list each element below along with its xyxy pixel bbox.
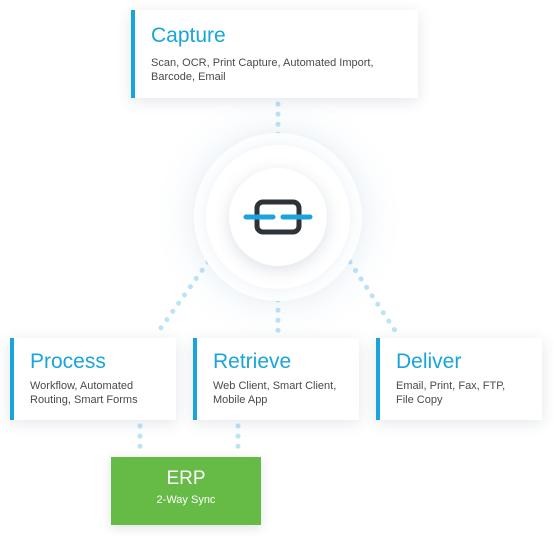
deliver-card: Deliver Email, Print, Fax, FTP, File Cop… [376, 338, 542, 420]
deliver-description: Email, Print, Fax, FTP, File Copy [396, 380, 506, 406]
process-card: Process Workflow, Automated Routing, Sma… [10, 338, 176, 420]
retrieve-description: Web Client, Smart Client, Mobile App [213, 380, 337, 406]
chain-link-icon [243, 199, 313, 235]
capture-description: Scan, OCR, Print Capture, Automated Impo… [151, 57, 374, 83]
capture-card: Capture Scan, OCR, Print Capture, Automa… [131, 10, 418, 98]
connector-hub-process [155, 259, 211, 335]
process-title: Process [30, 350, 106, 373]
hub-center [229, 168, 327, 266]
process-description: Workflow, Automated Routing, Smart Forms [30, 380, 138, 406]
erp-title: ERP [166, 468, 206, 489]
deliver-title: Deliver [396, 350, 462, 373]
erp-subtitle: 2-Way Sync [156, 494, 216, 506]
connector-hub-deliver [347, 259, 399, 335]
retrieve-card: Retrieve Web Client, Smart Client, Mobil… [193, 338, 359, 420]
erp-box: ERP 2-Way Sync [111, 457, 261, 525]
capture-title: Capture [151, 24, 226, 47]
hub-ring [206, 145, 350, 289]
hub-circle [194, 133, 362, 301]
retrieve-title: Retrieve [213, 350, 292, 373]
